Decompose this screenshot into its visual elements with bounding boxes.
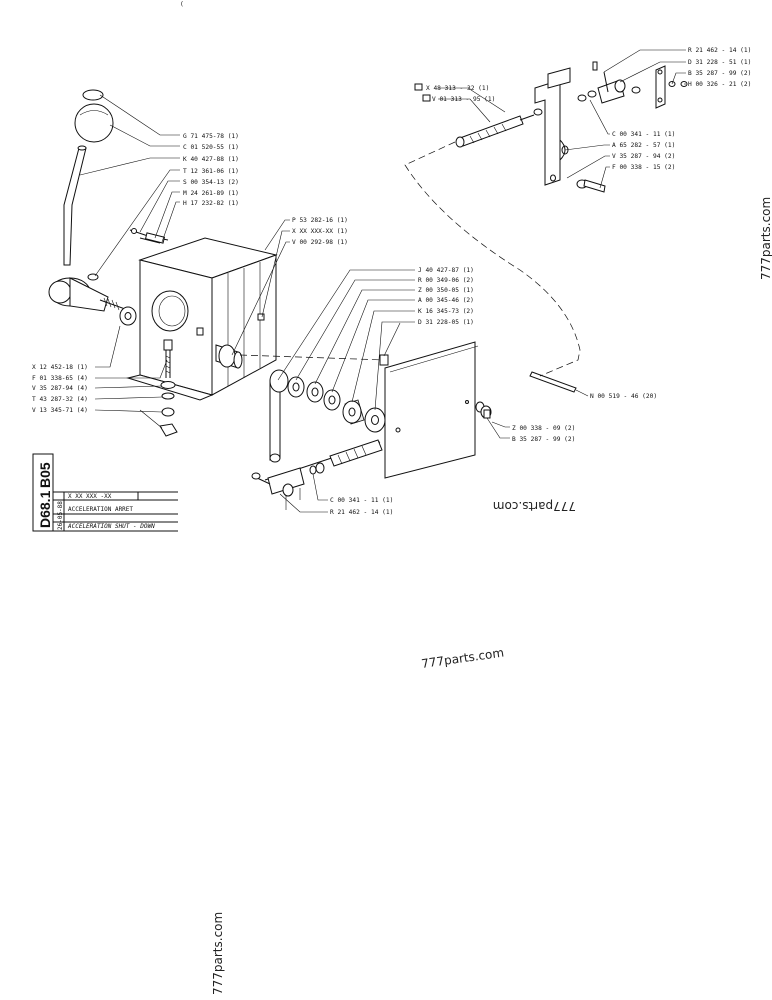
cable-clip [529,371,589,397]
callout-bolt-bracket: F 00 338 - 15 (2) [612,164,675,171]
callout-locknut-bottom: C 00 341 - 11 (1) [330,497,393,504]
callout-retainer: H 17 232-82 (1) [183,200,239,207]
cable-end-leaders [279,473,328,513]
watermark-mirrored: 777parts.com [493,499,576,513]
callout-clip: S 00 354-13 (2) [183,179,239,186]
callouts-left: G 71 475-78 (1) C 01 520-55 (1) K 40 427… [183,133,239,207]
cable-end-top [455,108,543,148]
watermark-top-right: 777parts.com [759,197,772,280]
callout-washer-plate: B 35 287 - 99 (2) [512,436,575,443]
callout-washer-2: Z 00 350-05 (1) [418,287,474,294]
title-part-no: X XX XXX -XX [68,493,112,500]
callout-clevis-top: R 21 462 - 14 (1) [688,47,751,54]
lever-assembly [48,89,169,326]
center-leaders [277,269,415,411]
callout-knob-cap: G 71 475-78 (1) [183,133,239,140]
title-section: B05 [37,462,53,488]
callout-cable-clip: N 00 519 - 46 (20) [590,393,657,400]
callout-arm: J 40 427-87 (1) [418,267,474,274]
housing-box [126,237,278,401]
callout-nut-plate: Z 00 338 - 09 (2) [512,425,575,432]
callout-bracket: A 65 282 - 57 (1) [612,142,675,149]
callout-washer-top: B 35 287 - 99 (2) [688,70,751,77]
title-english: ACCELERATION SHUT - DOWN [67,523,155,530]
bottom-left-leaders [94,325,168,429]
callouts-cable-end: C 00 341 - 11 (1) R 21 462 - 14 (1) [330,497,393,516]
mount-hardware [159,339,178,437]
callout-lever: K 40 427-88 (1) [183,156,239,163]
cable-end-bottom [251,439,383,510]
mount-plate [384,341,479,479]
callout-pin: T 12 361-06 (1) [183,168,239,175]
stray-mark: ( [180,1,184,8]
callout-roller: K 16 345-73 (2) [418,308,474,315]
callouts-right-bracket: C 00 341 - 11 (1) A 65 282 - 57 (1) V 35… [612,131,675,171]
box-leaders [231,219,290,356]
callout-bushing: V 00 292-98 (1) [292,239,348,246]
callout-cable: X 48 313 - 32 (1) [426,85,489,92]
callouts-bottom-left: X 12 452-18 (1) F 01 338-65 (4) V 35 287… [32,364,88,414]
cable-top-leaders [438,87,506,123]
callout-nut: V 13 345-71 (4) [32,407,88,414]
dashed-axis-box [239,354,386,361]
title-sheet: D68.1 [37,490,53,528]
callout-washer-a: V 35 287-94 (4) [32,385,88,392]
bracket [534,61,688,193]
top-right-leaders [564,49,686,189]
callout-housing: P 53 282-16 (1) [292,217,348,224]
callouts-top-right: R 21 462 - 14 (1) D 31 228 - 51 (1) B 35… [688,47,751,88]
callout-washer-b: T 43 287-32 (4) [32,396,88,403]
title-block: B05 D68.1 26-05-88 X XX XXX -XX ACCELERA… [32,453,178,532]
callout-washer-bracket: V 35 287 - 94 (2) [612,153,675,160]
callout-shaft: X 12 452-18 (1) [32,364,88,371]
callout-knob: C 01 520-55 (1) [183,144,239,151]
callout-locknut-top: C 00 341 - 11 (1) [612,131,675,138]
callout-cover: X XX XXX-XX (1) [292,228,348,235]
callout-clevis-bottom: R 21 462 - 14 (1) [330,509,393,516]
callouts-plate: N 00 519 - 46 (20) Z 00 338 - 09 (2) B 3… [512,393,657,443]
plate-hardware [475,401,510,439]
callout-washer-1: R 00 349-06 (2) [418,277,474,284]
callouts-center: J 40 427-87 (1) R 00 349-06 (2) Z 00 350… [418,267,474,326]
title-date: 26-05-88 [57,501,64,530]
watermark-bottom-left: 777parts.com [211,912,225,995]
callout-bolt: F 01 338-65 (4) [32,375,88,382]
callout-clip-c: D 31 228-05 (1) [418,319,474,326]
callout-sheath: V 01 313 - 95 (1) [432,96,495,103]
callouts-box: P 53 282-16 (1) X XX XXX-XX (1) V 00 292… [292,217,348,246]
cable-route [404,141,581,377]
callout-clip-top: D 31 228 - 51 (1) [688,59,751,66]
left-leaders [79,94,180,277]
arm-assembly [269,354,389,463]
title-french: ACCELERATION ARRET [68,506,133,513]
callouts-top-cable: X 48 313 - 32 (1) V 01 313 - 95 (1) [414,83,495,103]
callout-washer-3: A 00 345-46 (2) [418,297,474,304]
watermark-center: 777parts.com [420,646,504,671]
callout-spring: M 24 261-89 (1) [183,190,239,197]
callout-nut-top: H 00 326 - 21 (2) [688,81,751,88]
